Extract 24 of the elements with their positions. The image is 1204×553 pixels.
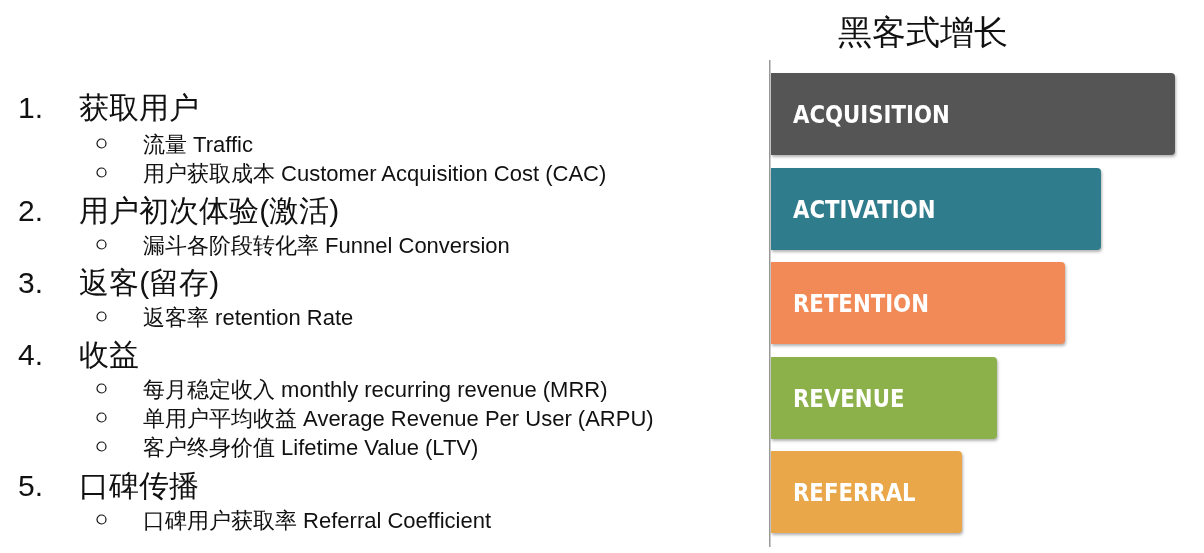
bar-label: ACTIVATION	[793, 195, 936, 224]
funnel-bar	[771, 357, 997, 439]
bar-label: REFERRAL	[793, 478, 916, 507]
list-heading: 4. 收益	[18, 337, 140, 373]
list-item: 口碑用户获取率 Referral Coefficient	[143, 507, 491, 535]
list-item: 漏斗各阶段转化率 Funnel Conversion	[143, 232, 510, 260]
list-item: 客户终身价值 Lifetime Value (LTV)	[143, 434, 479, 462]
list-item: 每月稳定收入 monthly recurring revenue (MRR)	[143, 376, 608, 404]
list-heading: 1. 获取用户	[18, 90, 200, 126]
chart-title: 黑客式增长	[838, 12, 1008, 53]
funnel-bar	[771, 168, 1101, 250]
list-item: 用户获取成本 Customer Acquisition Cost (CAC)	[143, 160, 607, 188]
list-item: 单用户平均收益 Average Revenue Per User (ARPU)	[143, 405, 654, 433]
list-heading: 5. 口碑传播	[18, 468, 200, 504]
list-heading: 3. 返客(留存)	[18, 265, 220, 301]
list-item: 流量 Traffic	[143, 131, 253, 159]
bar-label: RETENTION	[793, 289, 929, 318]
list-item: 返客率 retention Rate	[143, 304, 354, 332]
funnel-bar	[771, 73, 1175, 155]
list-heading: 2. 用户初次体验(激活)	[18, 193, 340, 229]
funnel-bar	[771, 262, 1065, 344]
bar-label: ACQUISITION	[793, 100, 950, 129]
funnel-bar	[771, 451, 962, 533]
bar-label: REVENUE	[793, 384, 905, 413]
